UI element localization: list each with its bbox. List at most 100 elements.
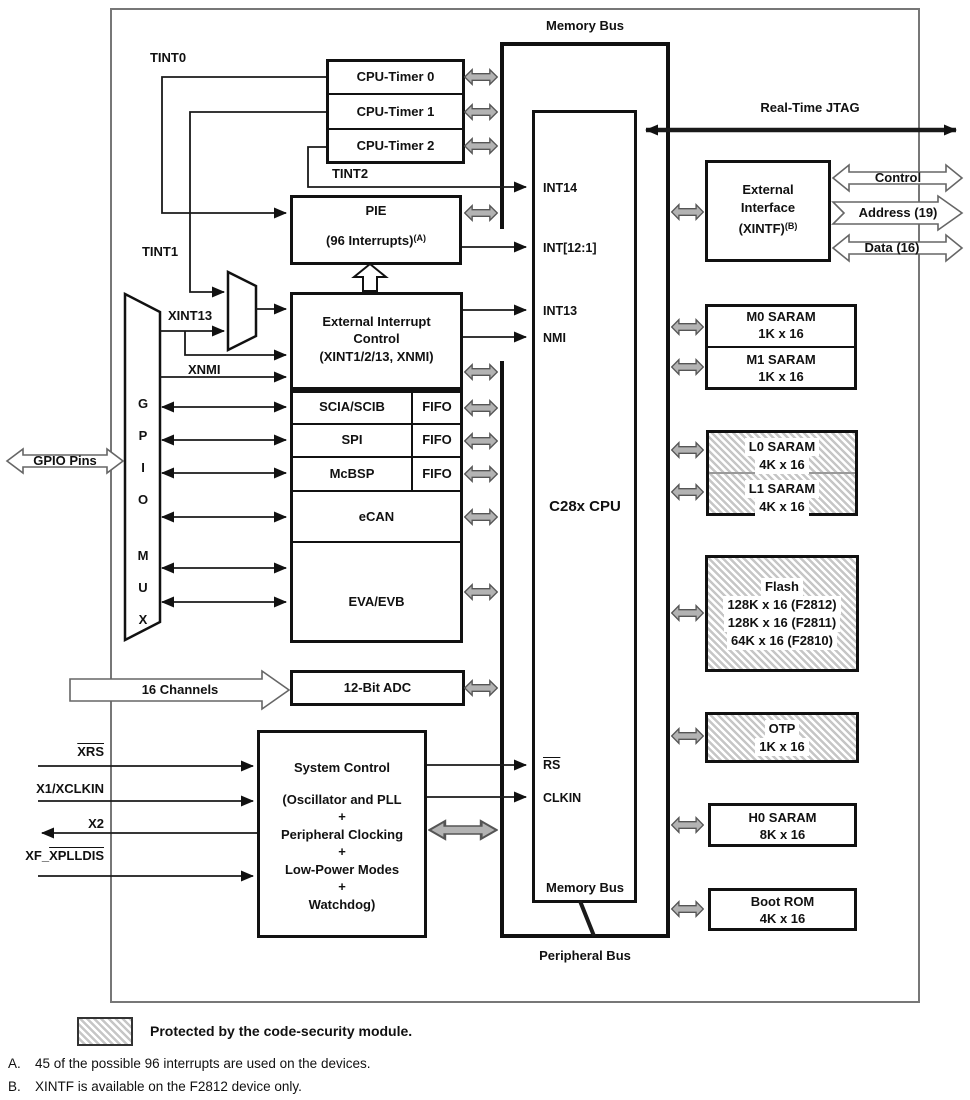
eic-box [290, 292, 463, 390]
gpio-mux-letter: M [137, 548, 149, 563]
gpio-mux-letter: U [138, 580, 148, 595]
sysctrl-line: (Oscillator and PLL [282, 792, 402, 807]
adc-label: 12-Bit ADC [343, 680, 412, 695]
flash-line: 128K x 16 (F2811) [723, 614, 841, 632]
cpu-box [532, 110, 637, 903]
periph-spi-label: SPI [341, 432, 363, 447]
periph-ev-label: EVA/EVB [348, 594, 405, 609]
sysctrl-line: System Control [293, 760, 391, 775]
m0-size: 1K x 16 [758, 326, 804, 341]
gpio-mux-shape [123, 291, 162, 643]
xintf-line3: (XINTF)(B) [707, 218, 829, 237]
tint1-label: TINT1 [141, 244, 179, 259]
gpio-pins-arrow [5, 447, 125, 475]
memory-bus-top-label: Memory Bus [545, 18, 625, 33]
gpio-mux-letter: O [137, 492, 149, 507]
diagram-border [110, 8, 920, 1003]
gpio-mux-letter: P [138, 428, 148, 443]
periph-scia-fifo-label: FIFO [422, 399, 452, 414]
cpu-timer2-label: CPU-Timer 2 [356, 138, 435, 153]
xintf-data-label: Data (16) [864, 240, 920, 255]
pin-x2-label: X2 [88, 816, 104, 831]
xintf-line1: External [742, 182, 794, 197]
xintf-line2: Interface [740, 200, 796, 215]
xintf-data-arrow [831, 233, 964, 263]
peripheral-bus-label: Peripheral Bus [539, 948, 631, 963]
cpu-timer1-label: CPU-Timer 1 [356, 104, 435, 119]
otp-text: OTP 1K x 16 [705, 720, 859, 756]
flash-line: 128K x 16 (F2812) [723, 596, 841, 614]
sysctrl-line: Peripheral Clocking [280, 827, 404, 842]
fifo-divider [411, 392, 413, 490]
xintf-control-arrow [831, 163, 964, 193]
sysctrl-box [257, 730, 427, 938]
bus-edge-gap [497, 229, 507, 361]
pin-xrs-label: XRS [8, 744, 104, 760]
jtag-label: Real-Time JTAG [760, 100, 860, 115]
xintf-line3-text: (XINTF) [738, 221, 785, 236]
bootrom-box [708, 888, 857, 931]
int13-mux-shape [226, 269, 258, 353]
timer-divider [329, 93, 462, 95]
pin-x1-label: X1/XCLKIN [36, 781, 104, 796]
adc-box [290, 670, 465, 706]
peripherals-box [290, 390, 463, 643]
cpu-port-int12-1: INT[12:1] [543, 241, 597, 255]
gpio-mux-letter: G [137, 396, 149, 411]
l0-name: L0 SARAM [744, 438, 820, 456]
sysctrl-line: + [338, 809, 346, 824]
l0-size: 4K x 16 [755, 456, 809, 474]
sysctrl-line: + [338, 879, 346, 894]
periph-divider [293, 423, 460, 425]
rs-overline: RS [543, 758, 561, 772]
otp-size: 1K x 16 [755, 738, 809, 756]
cpu-timer0-label: CPU-Timer 0 [356, 69, 435, 84]
pie-title: PIE [365, 203, 387, 218]
xintf-address-label: Address (19) [858, 205, 938, 220]
flash-line: 64K x 16 (F2810) [727, 632, 837, 650]
gpio-mux-letter: X [138, 612, 148, 627]
bootrom-size: 4K x 16 [759, 911, 806, 926]
legend-text: Protected by the code-security module. [150, 1023, 413, 1039]
periph-scia-label: SCIA/SCIB [319, 399, 385, 414]
periph-mcbsp-label: McBSP [329, 466, 375, 481]
l1-text: L1 SARAM 4K x 16 [706, 480, 858, 516]
h0-size: 8K x 16 [759, 827, 806, 842]
l0-text: L0 SARAM 4K x 16 [706, 438, 858, 474]
gpio-pins-label: GPIO Pins [33, 453, 97, 468]
legend-swatch [77, 1017, 133, 1046]
note-b-prefix: B. [8, 1079, 21, 1094]
note-a-text: 45 of the possible 96 interrupts are use… [35, 1056, 371, 1071]
m1-size: 1K x 16 [758, 369, 804, 384]
periph-divider [293, 490, 460, 492]
cpu-port-int14: INT14 [543, 181, 578, 195]
xintf-box [705, 160, 831, 262]
xintf-note-ref: (B) [784, 221, 798, 231]
h0-box [708, 803, 857, 847]
periph-divider [293, 541, 460, 543]
m0m1-divider [708, 346, 854, 348]
sysctrl-line: Watchdog) [308, 897, 376, 912]
periph-spi-fifo-label: FIFO [422, 432, 452, 447]
tint0-label: TINT0 [149, 50, 187, 65]
pie-subtitle: (96 Interrupts)(A) [292, 230, 460, 249]
pin-xf-label: XF_XPLLDIS [8, 848, 104, 864]
bootrom-name: Boot ROM [750, 894, 815, 909]
periph-divider [293, 456, 460, 458]
xf-prefix: XF_ [25, 848, 50, 863]
xnmi-label: XNMI [188, 362, 221, 377]
m0-name: M0 SARAM [746, 309, 816, 324]
sysctrl-line: + [338, 844, 346, 859]
periph-ecan-label: eCAN [358, 509, 395, 524]
xint13-label: XINT13 [168, 308, 213, 323]
l1-size: 4K x 16 [755, 498, 809, 516]
cpu-port-int13: INT13 [543, 304, 578, 318]
pie-note-ref: (A) [413, 233, 426, 243]
pie-subtitle-text: (96 Interrupts) [326, 233, 414, 248]
cpu-port-rs: RS [543, 757, 560, 773]
adc-channels-arrow [69, 669, 291, 711]
flash-name: Flash [761, 578, 803, 596]
timer-divider [329, 128, 462, 130]
